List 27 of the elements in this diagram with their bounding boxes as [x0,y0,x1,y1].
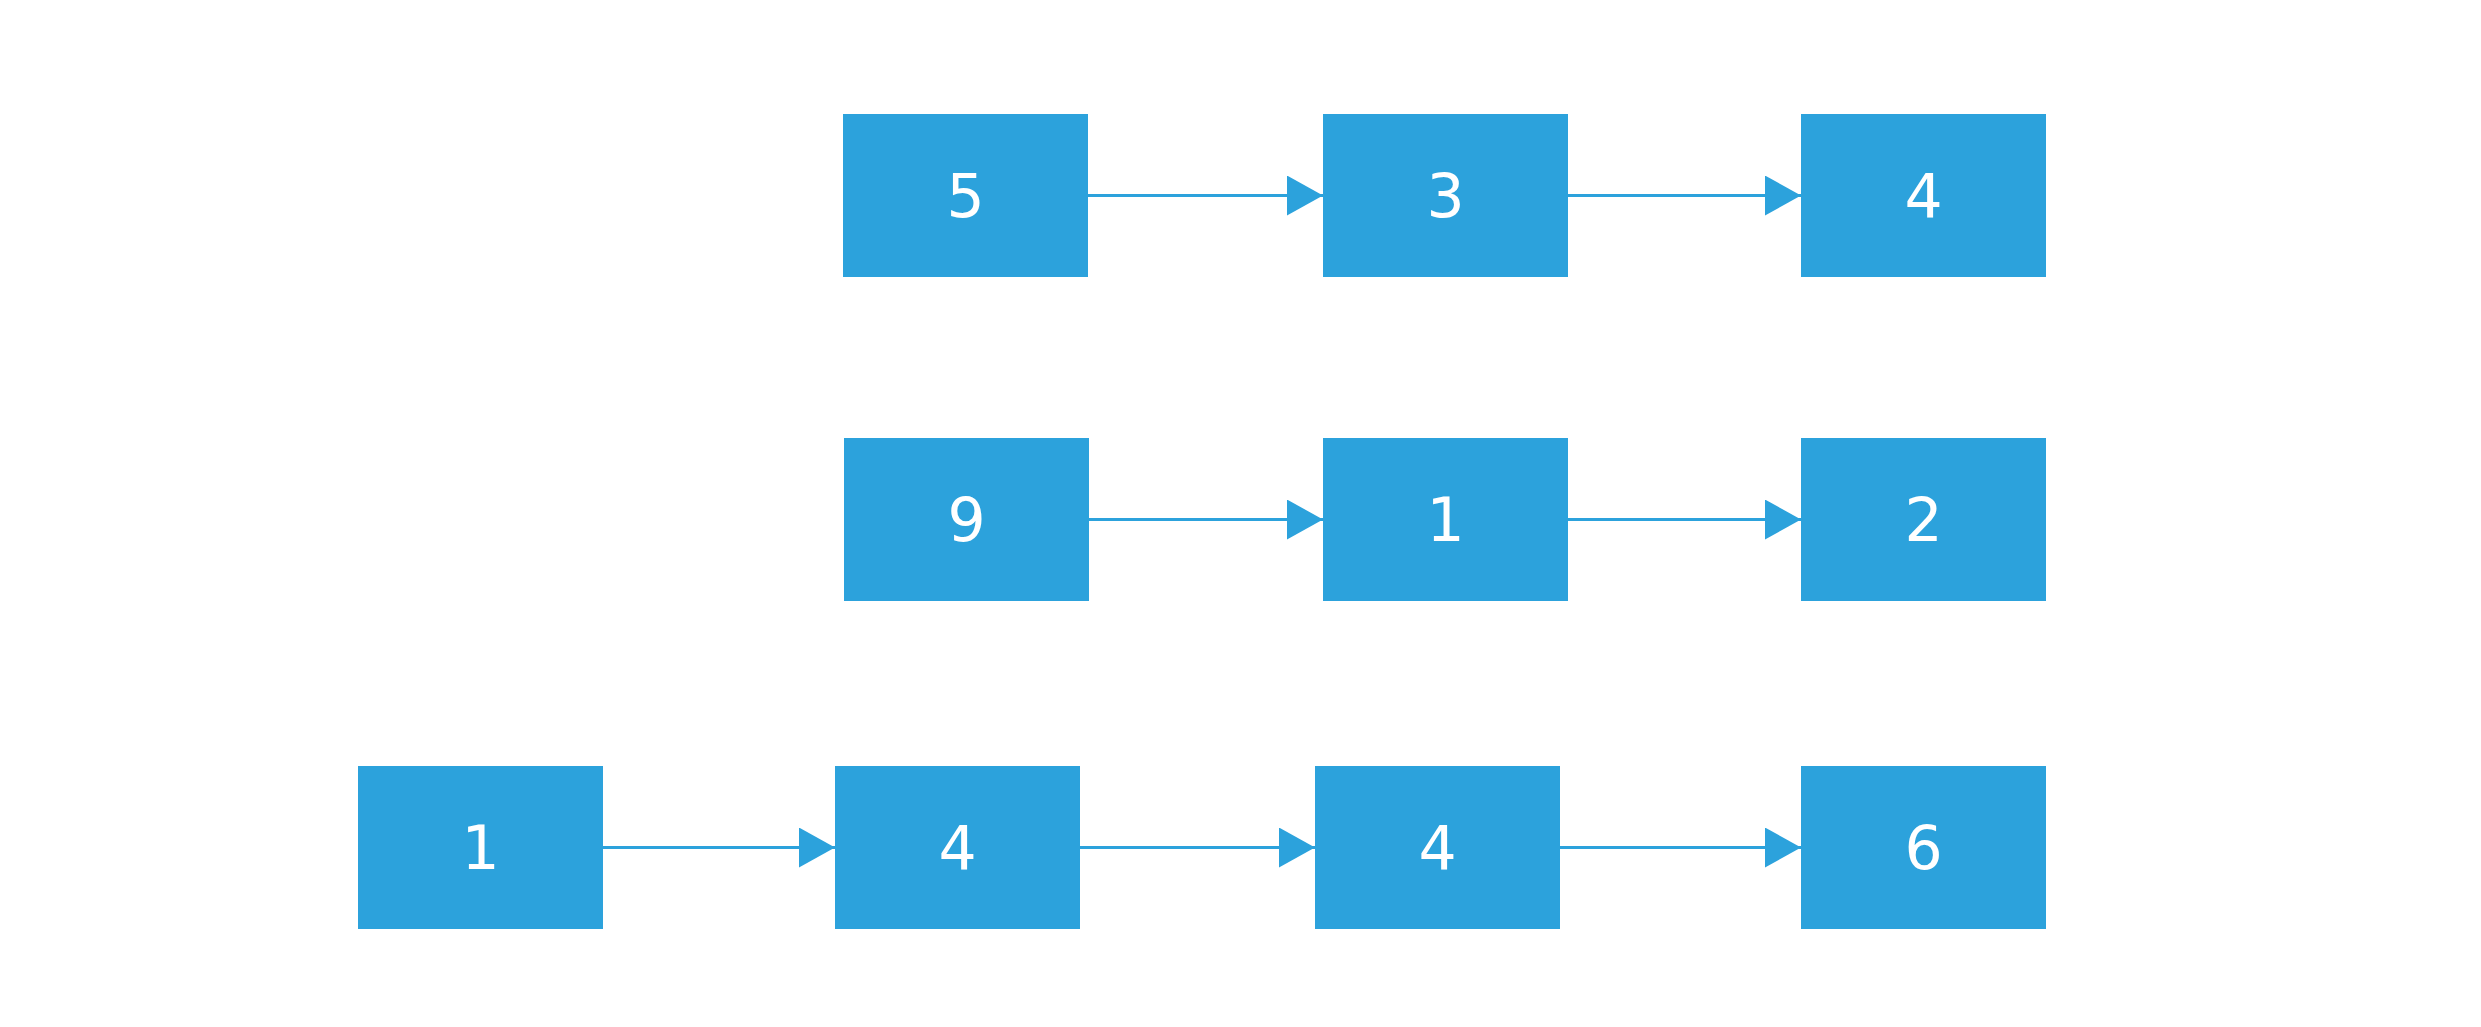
process-box [843,114,1088,277]
arrow [1568,175,1801,216]
process-box [1315,766,1560,929]
process-box [1801,114,2046,277]
process-box [1323,438,1568,601]
process-box [844,438,1089,601]
box-label: 6 [1904,812,1943,883]
arrow [1560,827,1801,868]
box-label: 3 [1426,160,1465,231]
box-label: 4 [938,812,977,883]
box-label: 2 [1904,484,1943,555]
process-box [1801,438,2046,601]
box-label: 1 [1426,484,1465,555]
arrow [1088,175,1323,216]
arrow [603,827,835,868]
box-label: 5 [946,160,985,231]
process-box [835,766,1080,929]
process-box [358,766,603,929]
process-box [1323,114,1568,277]
arrow [1568,499,1801,540]
arrow [1089,499,1323,540]
box-label: 1 [461,812,500,883]
process-box [1801,766,2046,929]
arrow [1080,827,1315,868]
box-label: 4 [1418,812,1457,883]
box-label: 9 [947,484,986,555]
box-label: 4 [1904,160,1943,231]
